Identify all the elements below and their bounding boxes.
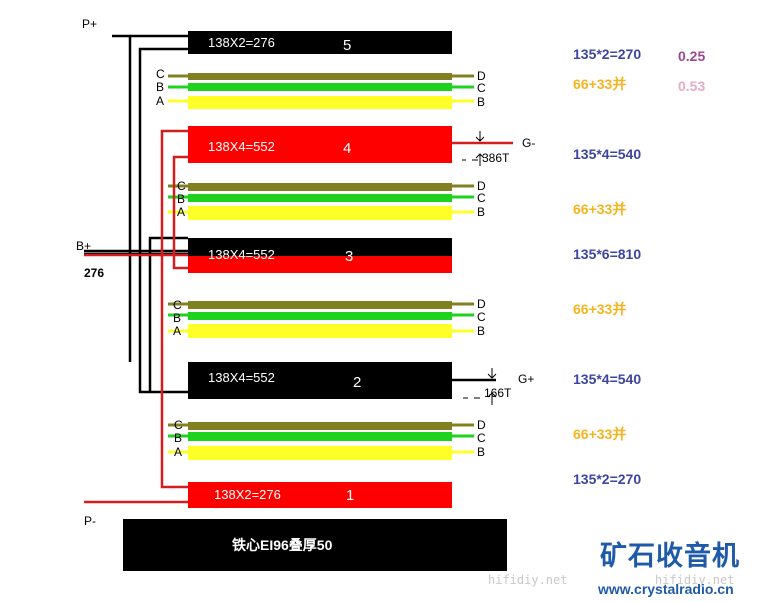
pin-b-left-3: B	[173, 311, 182, 325]
red-connection-wires	[84, 129, 513, 504]
terminal-p-plus-label: P+	[82, 17, 98, 31]
winding-3-block-black	[188, 238, 452, 256]
winding-3-number: 3	[345, 248, 354, 265]
pin-c-right-3: C	[477, 310, 486, 324]
pin-b-right-1: B	[477, 95, 486, 109]
pin-c-right-1: C	[477, 81, 486, 95]
tap-marker-g-plus	[463, 368, 497, 405]
pin-b-left-4: B	[174, 431, 183, 445]
terminal-g-minus-label: G-	[522, 136, 536, 150]
winding-3-block-red	[188, 256, 452, 273]
pin-c-left-2: C	[177, 179, 186, 193]
winding-3-label: 138X4=552	[208, 247, 275, 262]
note-turns-270-bottom: 135*2=270	[573, 471, 642, 487]
note-turns-270-top: 135*2=270	[573, 46, 642, 62]
winding-5-label: 138X2=276	[208, 35, 275, 50]
pin-b-right-4: B	[477, 445, 486, 459]
watermark-left: hifidiy.net	[488, 573, 568, 587]
note-parallel-1: 66+33并	[573, 76, 627, 92]
pin-a-left-4: A	[174, 445, 183, 459]
pin-a-left-2: A	[177, 205, 186, 219]
watermark-right: hifidiy.net	[655, 573, 735, 587]
winding-4-label: 138X4=552	[208, 139, 275, 154]
winding-2-number: 2	[353, 374, 362, 391]
note-parallel-4: 66+33并	[573, 426, 627, 442]
note-wire-size-053: 0.53	[678, 78, 706, 94]
winding-1-block	[188, 482, 452, 508]
winding-4-number: 4	[343, 140, 352, 157]
pin-c-left-3: C	[173, 298, 182, 312]
note-parallel-2: 66+33并	[573, 201, 627, 217]
pin-c-left-4: C	[174, 418, 183, 432]
terminal-b-plus-label: B+	[76, 239, 92, 253]
note-turns-540-lower: 135*4=540	[573, 371, 642, 387]
tap-marker-g-minus	[462, 131, 485, 166]
terminal-b-plus-value: 276	[84, 266, 105, 280]
pin-d-right-2: D	[477, 179, 486, 193]
pin-d-right-1: D	[477, 69, 486, 83]
pin-c-right-4: C	[477, 431, 486, 445]
note-parallel-3: 66+33并	[573, 301, 627, 317]
pin-a-left-1: A	[156, 94, 165, 108]
note-turns-810: 135*6=810	[573, 246, 642, 262]
pin-d-right-4: D	[477, 418, 486, 432]
winding-1-number: 1	[346, 487, 355, 504]
winding-2-block	[188, 362, 452, 399]
wire-group-4	[168, 422, 474, 460]
pin-c-left-1: C	[156, 67, 165, 81]
pin-b-left-2: B	[177, 192, 186, 206]
core-label: 铁心EI96叠厚50	[232, 537, 333, 553]
terminal-g-plus-label: G+	[518, 372, 535, 386]
winding-4-block	[188, 126, 452, 163]
wire-group-2	[168, 183, 474, 220]
note-wire-size-025: 0.25	[678, 48, 706, 64]
note-turns-540-upper: 135*4=540	[573, 146, 642, 162]
pin-b-left-1: B	[156, 80, 165, 94]
pin-c-right-2: C	[477, 191, 486, 205]
tap-g-plus-turns: 166T	[484, 386, 512, 400]
tap-g-minus-turns: 386T	[482, 151, 510, 165]
pin-b-right-2: B	[477, 205, 486, 219]
pin-d-right-3: D	[477, 297, 486, 311]
winding-5-number: 5	[343, 37, 352, 54]
winding-5-block	[188, 31, 452, 54]
core-block	[123, 519, 507, 571]
pin-b-right-3: B	[477, 324, 486, 338]
winding-1-label: 138X2=276	[214, 487, 281, 502]
wire-group-3	[168, 301, 474, 338]
black-connection-wires	[84, 34, 496, 394]
brand-logo-text: 矿石收音机	[600, 541, 740, 572]
pin-a-left-3: A	[173, 324, 182, 338]
winding-2-label: 138X4=552	[208, 370, 275, 385]
terminal-p-minus-label: P-	[84, 514, 96, 528]
brand-url: www.crystalradio.cn	[598, 581, 734, 597]
wire-group-1	[168, 73, 474, 109]
